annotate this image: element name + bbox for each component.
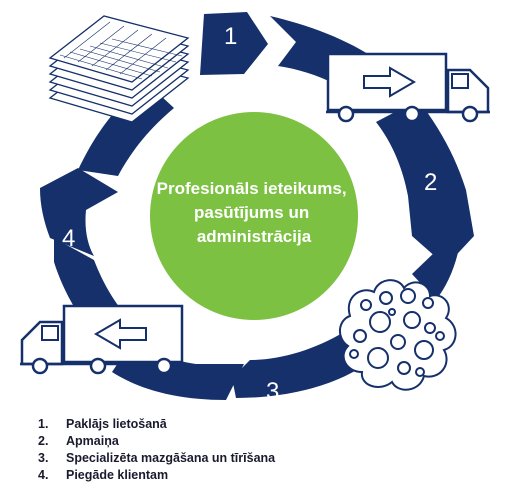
legend-text: Piegāde klientam (66, 468, 169, 482)
legend-item: 4. Piegāde klientam (38, 467, 275, 484)
ring-segment-1 (200, 12, 268, 75)
ring-segment-4-arrow (40, 168, 118, 256)
center-text-line-1: Profesionāls ieteikums, (157, 179, 347, 198)
legend-text: Specializēta mazgāšana un tīrīšana (66, 451, 276, 465)
ring-segment-3 (232, 332, 376, 398)
legend-text: Apmaiņa (66, 434, 119, 448)
legend-text: Paklājs lietošanā (66, 417, 167, 431)
ring-segment-2 (376, 100, 474, 266)
legend-item: 3. Specializēta mazgāšana un tīrīšana (38, 450, 275, 467)
legend-index: 1. (38, 417, 49, 431)
step-number-1: 1 (224, 23, 237, 50)
legend-list: 1. Paklājs lietošanā 2. Apmaiņa 3. Speciali… (38, 416, 275, 484)
step-number-3: 3 (266, 378, 279, 405)
legend-index: 3. (38, 451, 49, 465)
carpet-stack-icon (48, 15, 190, 123)
center-circle (150, 112, 358, 320)
return-truck-icon (20, 304, 184, 375)
legend-item: 2. Apmaiņa (38, 433, 275, 450)
legend-index: 4. (38, 468, 49, 482)
legend-item: 1. Paklājs lietošanā (38, 416, 275, 433)
ring-segment-2-arrow (412, 226, 462, 300)
delivery-truck-icon (326, 52, 490, 123)
step-number-4: 4 (62, 225, 75, 252)
step-number-2: 2 (424, 169, 437, 196)
svg-text:Profesionāls ieteikums, pa: Profesionāls ieteikums, pasūtījums un ad… (157, 179, 352, 246)
washing-foam-icon (339, 279, 457, 391)
center-text-line-2: pasūtījums un (194, 203, 309, 222)
legend-index: 2. (38, 434, 49, 448)
center-text-line-3: administrācija (197, 227, 312, 246)
